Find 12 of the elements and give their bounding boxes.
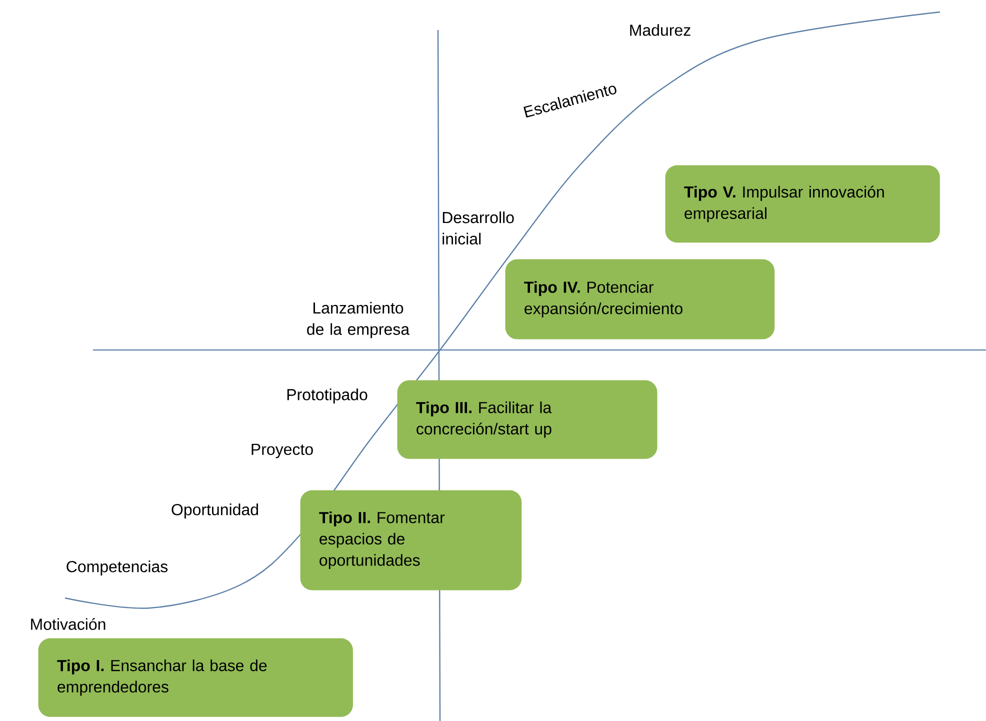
stage-label: Oportunidad [172, 504, 258, 518]
stage-label: Proyecto [252, 444, 313, 458]
process-box: Tipo V. Impulsar innovación empresarial [665, 165, 940, 243]
process-box: Tipo IV. Potenciar expansión/crecimiento [505, 259, 775, 340]
stage-label: Competencias [66, 560, 168, 576]
process-box: Tipo I. Ensanchar la base de emprendedores [38, 638, 353, 717]
stage-label: Prototipado [287, 388, 368, 404]
process-box: Tipo II. Fomentar espacios de oportunidades [300, 490, 522, 590]
stage-label: Lanzamiento de la empresa [307, 302, 410, 338]
process-box: Tipo III. Facilitar la concreción/start up [397, 380, 658, 459]
stage-label: Desarrollo inicial [442, 211, 514, 245]
stage-label: Madurez [630, 24, 690, 36]
